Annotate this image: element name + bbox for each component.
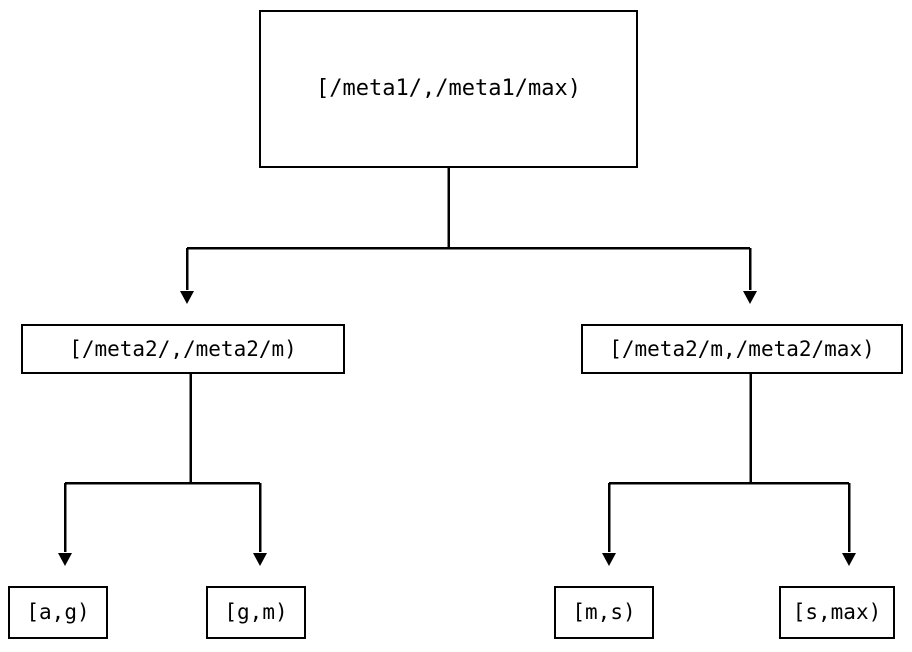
tree-node-meta2-low[interactable]: [/meta2/,/meta2/m) [21, 324, 345, 374]
tree-node-meta2-low-label: [/meta2/,/meta2/m) [69, 336, 297, 361]
tree-node-leaf-ag-label: [a,g) [26, 600, 90, 624]
tree-node-leaf-smax-label: [s,max) [792, 600, 882, 624]
tree-node-root[interactable]: [/meta1/,/meta1/max) [259, 10, 638, 168]
arrowhead-to-meta2-high [743, 291, 757, 304]
arrowhead-to-leaf-smax [842, 553, 856, 566]
arrowhead-to-leaf-ms [602, 553, 616, 566]
tree-node-meta2-high-label: [/meta2/m,/meta2/max) [609, 336, 875, 361]
tree-node-leaf-ms[interactable]: [m,s) [554, 586, 654, 639]
tree-node-leaf-gm-label: [g,m) [224, 600, 288, 624]
tree-node-leaf-ag[interactable]: [a,g) [8, 586, 108, 639]
tree-node-root-label: [/meta1/,/meta1/max) [316, 76, 581, 101]
tree-node-leaf-gm[interactable]: [g,m) [206, 586, 306, 639]
tree-node-leaf-smax[interactable]: [s,max) [779, 586, 895, 639]
arrowhead-to-meta2-low [180, 291, 194, 304]
tree-node-leaf-ms-label: [m,s) [572, 600, 636, 624]
arrowhead-to-leaf-gm [253, 553, 267, 566]
arrowhead-to-leaf-ag [58, 553, 72, 566]
tree-node-meta2-high[interactable]: [/meta2/m,/meta2/max) [581, 324, 903, 374]
